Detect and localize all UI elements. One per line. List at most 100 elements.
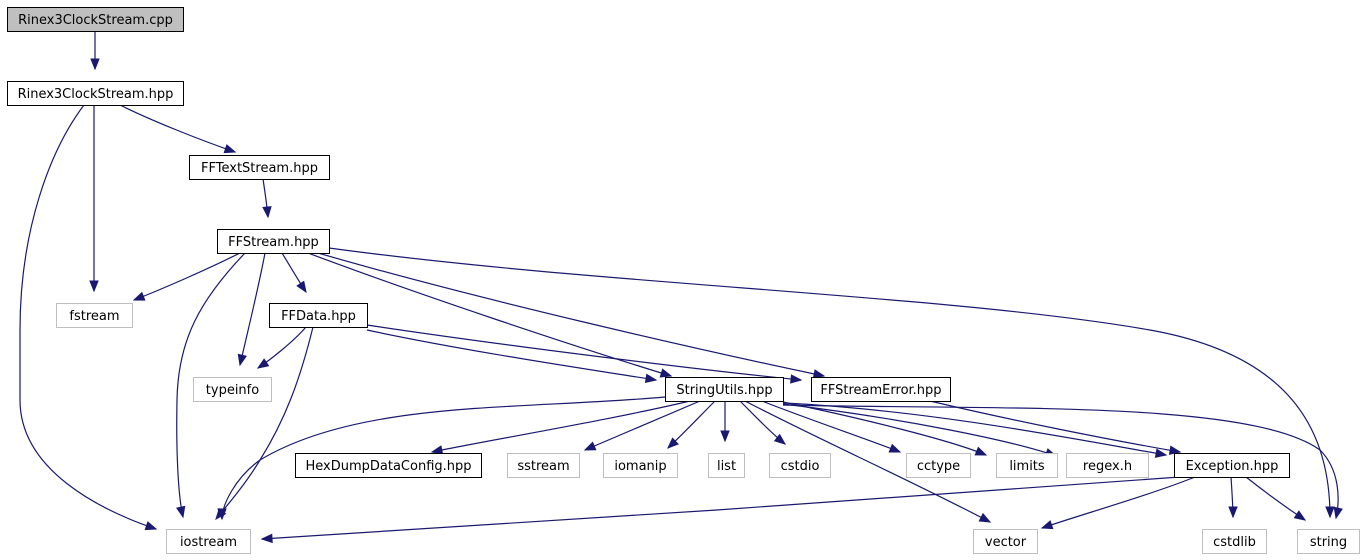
edge-stringutils_hpp-to-iostream [217, 396, 666, 521]
node-box [996, 453, 1058, 478]
arrow-head [256, 358, 270, 369]
edge-line [19, 104, 157, 530]
arrow-head [1154, 448, 1168, 458]
node-box [217, 229, 330, 254]
arrow-head [217, 508, 227, 521]
arrow-head [132, 291, 146, 301]
edge-stringutils_hpp-to-string [782, 404, 1343, 520]
arrow-head [89, 280, 99, 293]
edge-stringutils_hpp-to-sstream [583, 400, 701, 451]
edge-rinex3clockstream_cpp-to-rinex3clockstream_hpp [90, 30, 100, 71]
node-exception-hpp[interactable]: Exception.hpp [1174, 453, 1290, 478]
node-box [769, 453, 831, 478]
arrow-head [974, 446, 988, 456]
node-label: FFStreamError.hpp [820, 383, 941, 398]
node-cstdio: cstdio [769, 453, 831, 478]
edge-line [133, 252, 241, 301]
node-label: Rinex3ClockStream.cpp [18, 13, 173, 28]
arrow-head [659, 368, 673, 378]
node-box [603, 453, 678, 478]
edge-line [176, 252, 246, 518]
node-label: typeinfo [206, 383, 259, 398]
arrow-head [720, 430, 730, 443]
node-box [166, 529, 251, 554]
node-iostream: iostream [166, 529, 251, 554]
arrow-head [978, 512, 992, 523]
edge-line [431, 400, 691, 453]
edge-line [761, 400, 901, 453]
node-regex-h: regex.h [1066, 453, 1149, 478]
node-label: vector [985, 535, 1027, 550]
node-rinex3clockstream-hpp[interactable]: Rinex3ClockStream.hpp [7, 81, 184, 106]
node-hexdumpdataconfig-hpp[interactable]: HexDumpDataConfig.hpp [295, 453, 482, 478]
edge-line [239, 252, 266, 366]
node-box [56, 303, 133, 328]
edge-ffstream_hpp-to-iostream [176, 252, 246, 519]
edge-line [317, 252, 825, 377]
edge-line [307, 252, 672, 377]
edge-stringutils_hpp-to-cstdio [739, 400, 787, 445]
node-rinex3clockstream-cpp[interactable]: Rinex3ClockStream.cpp [7, 7, 184, 32]
edge-ffstream_hpp-to-string [328, 247, 1335, 519]
node-fstream: fstream [56, 303, 133, 328]
arrow-head [176, 505, 186, 519]
arrow-head [1040, 520, 1054, 530]
node-iomanip: iomanip [603, 453, 678, 478]
edge-line [782, 404, 1339, 519]
edge-stringutils_hpp-to-regex_h [782, 403, 1058, 458]
node-box [708, 453, 745, 478]
node-label: FFStream.hpp [228, 235, 319, 250]
edge-line [261, 476, 1181, 540]
arrow-head [773, 433, 787, 445]
node-label: FFTextStream.hpp [201, 161, 318, 176]
node-box [973, 529, 1038, 554]
edge-rinex3clockstream_hpp-to-iostream [19, 104, 158, 531]
node-box [1202, 529, 1267, 554]
edge-stringutils_hpp-to-cctype [761, 400, 902, 453]
arrow-head [812, 369, 826, 379]
node-label: cstdlib [1213, 535, 1256, 550]
edge-line [782, 402, 1167, 456]
node-label: sstream [517, 459, 569, 474]
node-ffstream-hpp[interactable]: FFStream.hpp [217, 229, 330, 254]
node-box [269, 303, 368, 328]
edge-stringutils_hpp-to-exception_hpp [782, 402, 1168, 458]
edge-stringutils_hpp-to-limits [782, 401, 988, 456]
edge-rinex3clockstream_hpp-to-fstream [89, 105, 99, 293]
edge-ffstream_hpp-to-ffdata_hpp [281, 252, 307, 294]
edge-line [782, 401, 987, 456]
node-label: HexDumpDataConfig.hpp [305, 459, 471, 474]
node-cctype: cctype [906, 453, 971, 478]
node-label: fstream [69, 309, 119, 324]
edge-line [1041, 476, 1196, 529]
edge-line [584, 400, 701, 451]
node-label: StringUtils.hpp [676, 383, 772, 398]
arrow-head [667, 437, 679, 449]
edge-line [366, 324, 802, 381]
edge-line [215, 326, 314, 520]
node-box [7, 7, 184, 32]
arrow-head [430, 445, 444, 455]
node-label: Rinex3ClockStream.hpp [18, 87, 174, 102]
node-stringutils-hpp[interactable]: StringUtils.hpp [665, 377, 784, 402]
node-fftextstream-hpp[interactable]: FFTextStream.hpp [189, 155, 330, 180]
edge-line [782, 403, 1057, 457]
arrow-head [1333, 506, 1343, 520]
edge-stringutils_hpp-to-vector [744, 400, 992, 523]
node-box [906, 453, 971, 478]
arrow-head [583, 441, 597, 451]
node-list: list [708, 453, 745, 478]
arrow-head [1293, 510, 1307, 521]
node-cstdlib: cstdlib [1202, 529, 1267, 554]
node-label: list [717, 459, 736, 474]
edge-ffstream_hpp-to-fstream [132, 252, 241, 301]
edge-ffstream_hpp-to-ffstreamerror_hpp [317, 252, 826, 379]
arrow-head [790, 374, 803, 384]
edge-exception_hpp-to-vector [1040, 476, 1196, 530]
node-limits: limits [996, 453, 1058, 478]
node-ffstreamerror-hpp[interactable]: FFStreamError.hpp [811, 377, 951, 402]
node-ffdata-hpp[interactable]: FFData.hpp [269, 303, 368, 328]
node-box [7, 81, 184, 106]
edge-line [366, 329, 657, 381]
